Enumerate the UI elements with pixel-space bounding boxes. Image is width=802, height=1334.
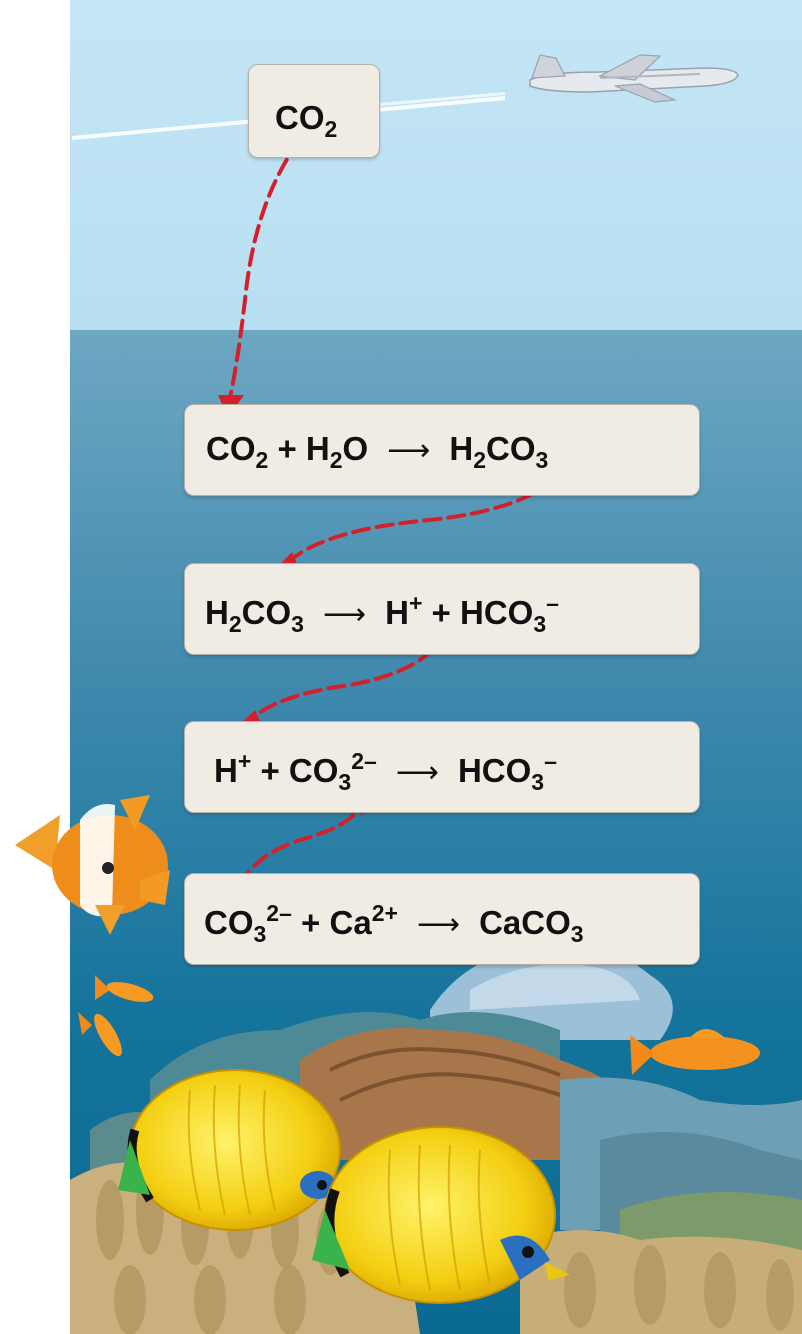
equation-term: 2+ [371,900,398,926]
equation-term: 3 [338,769,352,795]
equation-term: + [237,748,252,774]
reaction-box-2 [184,563,700,655]
equation-term: ⟶ [368,433,450,468]
equation-term: – [544,748,557,774]
reaction-box-4 [184,873,700,965]
equation-term: 3 [291,611,304,637]
equation-term: CO [486,430,536,467]
equation-term: H [385,594,409,631]
reaction-equation-3: H+ + CO32– ⟶ HCO3– [214,750,557,794]
clownfish [15,795,170,935]
reaction-box-3 [184,721,700,813]
atmosphere-co2-label: CO2 [275,99,338,142]
arrow-r1-to-r2 [283,478,554,567]
reaction-equation-1: CO2 + H2O ⟶ H2CO3 [206,432,548,472]
reaction-equation-4: CO32– + Ca2+ ⟶ CaCO3 [204,902,584,946]
equation-term: + [408,590,423,616]
equation-term: CO [206,430,256,467]
butterflyfish-left [118,1069,341,1231]
equation-term: + Ca [291,904,372,941]
equation-term: 3 [570,921,584,947]
equation-term: ⟶ [376,755,458,790]
small-orange-fish [78,975,760,1075]
equation-term: H [449,430,474,467]
equation-term: HCO [457,752,532,789]
equation-term: 3 [533,611,547,637]
sky [70,0,802,330]
equation-term: H [214,752,238,789]
equation-term: 2 [228,611,242,637]
equation-term: O [342,430,369,467]
equation-term: ⟶ [397,907,480,942]
equation-term: 2 [329,447,343,473]
atmosphere-co2-box: CO2 [248,64,380,158]
equation-term: 2 [473,447,487,473]
equation-term: CO [204,904,254,941]
reaction-equation-2: H2CO3 ⟶ H+ + HCO3– [205,592,559,636]
equation-term: CaCO [479,904,571,941]
equation-term: + H [268,430,330,467]
reaction-box-1 [184,404,700,496]
equation-term: + CO [251,752,339,789]
equation-term: CO [241,594,292,631]
butterflyfish-right [312,1126,570,1304]
equation-term: H [205,594,229,631]
equation-term: 2– [266,900,292,926]
equation-term: 2 [255,447,269,473]
arrow-r4-to-r3 [238,808,360,887]
equation-term: ⟶ [303,597,386,632]
arrow-atmosphere-to-r1 [228,138,302,400]
airplane [529,54,739,103]
equation-term: 2– [351,748,377,774]
equation-term: 3 [253,921,267,947]
equation-term: 3 [531,769,545,795]
equation-term: + HCO [422,594,534,631]
equation-term: – [546,590,559,616]
equation-term: 3 [535,447,549,473]
